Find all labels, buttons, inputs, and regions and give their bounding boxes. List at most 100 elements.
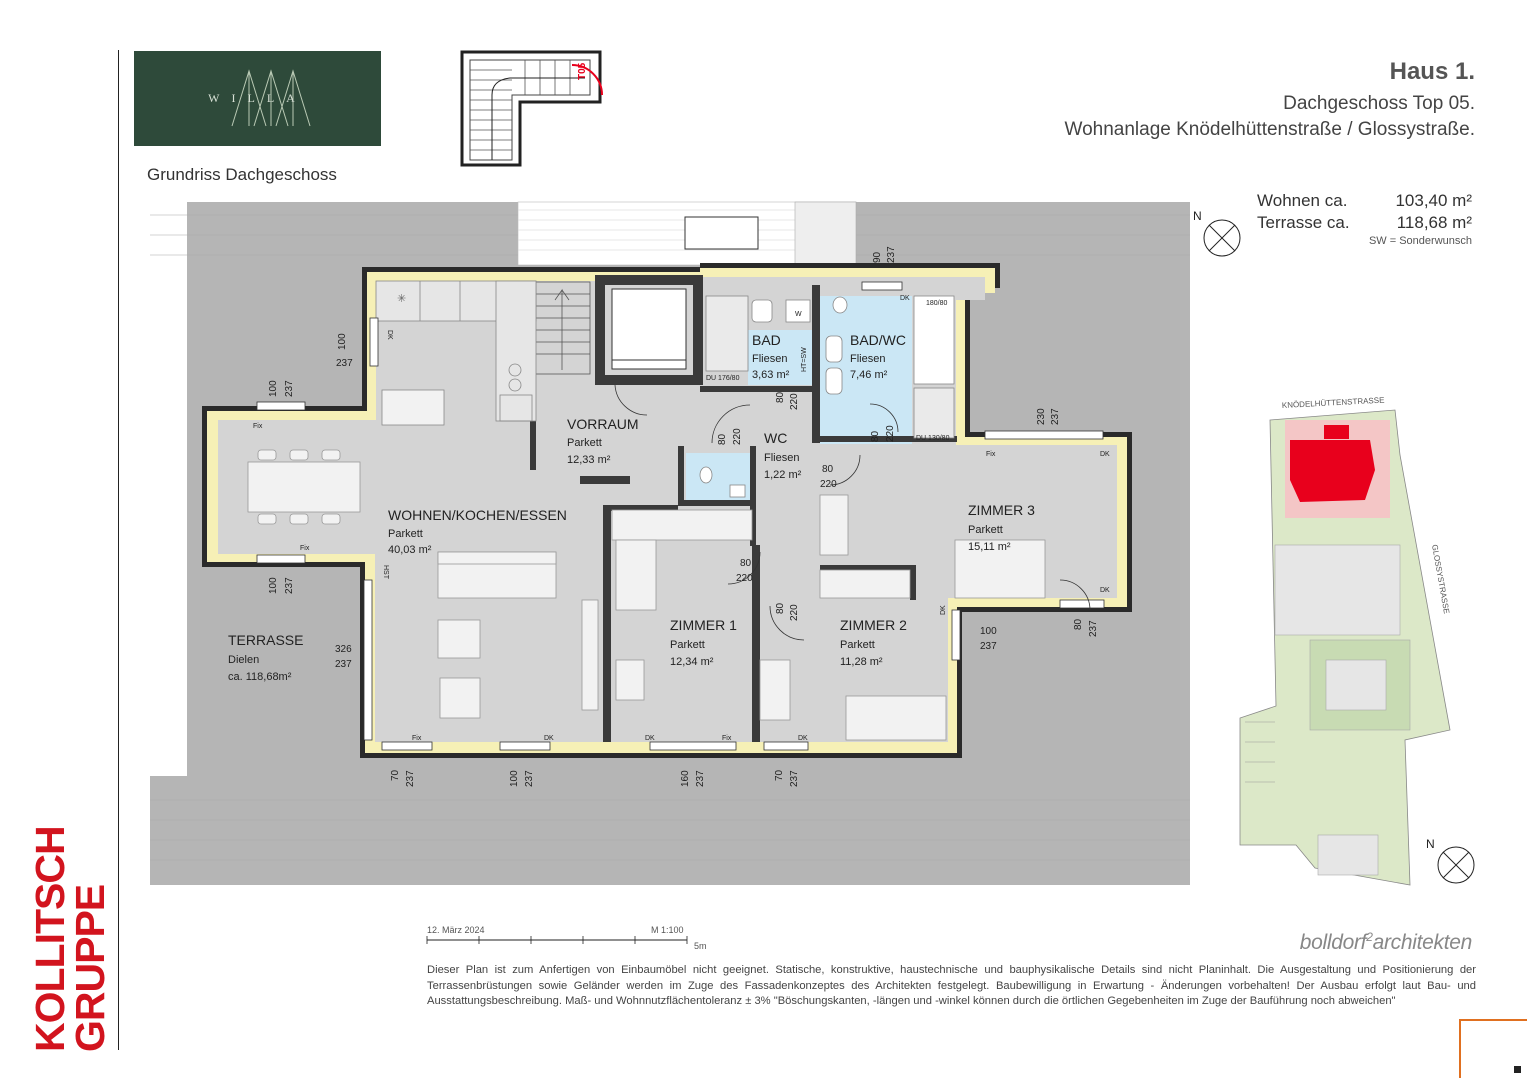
room-vorraum-finish: Parkett bbox=[567, 437, 602, 449]
site-plan: KNÖDELHÜTTENSTRASSE GLOSSYSTRASSE bbox=[1239, 396, 1451, 886]
dim-h: 237 bbox=[524, 770, 535, 787]
street-1: KNÖDELHÜTTENSTRASSE bbox=[1282, 396, 1385, 410]
plan-date: 12. März 2024 bbox=[427, 925, 485, 935]
site-compass: N bbox=[1426, 837, 1475, 884]
room-zimmer1-area: 12,34 m² bbox=[670, 656, 714, 668]
tag-wanne: 180/80 bbox=[926, 300, 948, 307]
tag-dk: DK bbox=[386, 330, 393, 340]
architect-sup: 2 bbox=[1366, 930, 1373, 944]
kitchen-star-icon: ✳ bbox=[397, 293, 406, 305]
dim-h: 220 bbox=[820, 479, 837, 490]
room-zimmer1-finish: Parkett bbox=[670, 639, 705, 651]
architect-name: bolldorf bbox=[1299, 931, 1367, 954]
door-swings bbox=[614, 384, 1091, 641]
room-zimmer1-name: ZIMMER 1 bbox=[670, 617, 737, 633]
room-wohnen-area: 40,03 m² bbox=[388, 544, 432, 556]
tag-dk: DK bbox=[798, 735, 808, 742]
tag-dk: DK bbox=[940, 605, 947, 615]
tree-icons bbox=[231, 69, 311, 127]
terrace-area-label: Terrasse ca. bbox=[1257, 213, 1350, 232]
tag-fix: Fix bbox=[300, 545, 310, 552]
tag-dk: DK bbox=[1100, 587, 1110, 594]
scale-5m: 5m bbox=[694, 941, 707, 951]
room-wohnen-name: WOHNEN/KOCHEN/ESSEN bbox=[388, 507, 567, 523]
logo-text: WILLA bbox=[208, 91, 307, 105]
room-zimmer3-name: ZIMMER 3 bbox=[968, 502, 1035, 518]
windows bbox=[256, 281, 1105, 751]
chimney bbox=[684, 216, 759, 250]
dim-h: 237 bbox=[886, 246, 897, 263]
room-bad-area: 3,63 m² bbox=[752, 369, 790, 381]
dim-w: 80 bbox=[870, 430, 881, 442]
room-zimmer3-area: 15,11 m² bbox=[968, 541, 1011, 553]
living-area-value: 103,40 m² bbox=[1395, 191, 1472, 210]
tag-dk: DK bbox=[544, 735, 554, 742]
plan-scale: M 1:100 bbox=[651, 925, 684, 935]
room-badwc-finish: Fliesen bbox=[850, 353, 885, 365]
dim-w: 70 bbox=[390, 769, 401, 781]
tag-fix: Fix bbox=[722, 735, 732, 742]
room-zimmer2-area: 11,28 m² bbox=[840, 656, 883, 668]
dim-h: 237 bbox=[695, 770, 706, 787]
dim-w: 326 bbox=[335, 644, 352, 655]
room-terrasse-finish: Dielen bbox=[228, 654, 259, 666]
bath-fixtures bbox=[699, 295, 955, 498]
dim-h: 237 bbox=[789, 770, 800, 787]
dim-w: 100 bbox=[268, 380, 279, 397]
tag-htsw: HT=SW bbox=[801, 347, 808, 372]
living-furniture bbox=[437, 551, 599, 719]
dim-h: 237 bbox=[405, 770, 416, 787]
dim-h: 220 bbox=[789, 393, 800, 410]
dim-w: 80 bbox=[775, 602, 786, 614]
dim-h: 220 bbox=[732, 428, 743, 445]
disclaimer: Dieser Plan ist zum Anfertigen von Einba… bbox=[427, 964, 1476, 1007]
room-badwc-name: BAD/WC bbox=[850, 332, 906, 348]
level-title: Dachgeschoss Top 05. bbox=[1283, 93, 1475, 114]
living-area-label: Wohnen ca. bbox=[1257, 191, 1348, 210]
room-zimmer2-name: ZIMMER 2 bbox=[840, 617, 907, 633]
tag-fix: Fix bbox=[986, 451, 996, 458]
bad-tiles bbox=[748, 330, 812, 385]
dim-w: 100 bbox=[980, 626, 997, 637]
dim-h: 220 bbox=[789, 604, 800, 621]
room-wc-finish: Fliesen bbox=[764, 452, 799, 464]
interior-walls bbox=[530, 275, 957, 742]
room-vorraum-area: 12,33 m² bbox=[567, 454, 611, 466]
room-bad-name: BAD bbox=[752, 332, 781, 348]
tag-dk: DK bbox=[1100, 451, 1110, 458]
tag-fix: Fix bbox=[412, 735, 422, 742]
dim-w: 100 bbox=[337, 333, 348, 350]
room-zimmer2-finish: Parkett bbox=[840, 639, 875, 651]
dim-h: 237 bbox=[284, 577, 295, 594]
dim-w: 100 bbox=[509, 770, 520, 787]
room-bad-finish: Fliesen bbox=[752, 353, 787, 365]
tag-du1: DU 176/80 bbox=[706, 375, 740, 382]
dim-h: 220 bbox=[885, 425, 896, 442]
room-badwc-area: 7,46 m² bbox=[850, 369, 888, 381]
unit-tag: T05 bbox=[577, 62, 588, 80]
dim-h: 237 bbox=[1050, 408, 1061, 425]
dining-table bbox=[247, 449, 361, 525]
dim-h: 237 bbox=[980, 641, 997, 652]
dim-w: 80 bbox=[775, 391, 786, 403]
tag-fix: Fix bbox=[253, 423, 263, 430]
dim-w: 100 bbox=[268, 577, 279, 594]
project-title: Wohnanlage Knödelhüttenstraße / Glossyst… bbox=[1064, 119, 1476, 140]
sw-note: SW = Sonderwunsch bbox=[1368, 235, 1472, 247]
dim-h: 220 bbox=[736, 573, 753, 584]
dim-w: 80 bbox=[822, 464, 834, 475]
dim-w: 160 bbox=[680, 770, 691, 787]
room-zimmer3-finish: Parkett bbox=[968, 524, 1003, 536]
elevator bbox=[611, 288, 687, 370]
dimension-labels: 100 237 100 237 90 237 80 220 80 220 80 … bbox=[268, 246, 1099, 787]
kitchen bbox=[375, 280, 537, 426]
dim-w: 80 bbox=[717, 433, 728, 445]
dim-h: 237 bbox=[1088, 620, 1099, 637]
scale-bar bbox=[426, 936, 688, 944]
area-summary: Wohnen ca. 103,40 m² Terrasse ca. 118,68… bbox=[1257, 190, 1472, 247]
site-north-label: N bbox=[1426, 837, 1435, 851]
room-terrasse-area: ca. 118,68m² bbox=[228, 671, 292, 683]
terrace-area-value: 118,68 m² bbox=[1396, 213, 1472, 232]
corner-mark bbox=[1459, 1019, 1527, 1078]
